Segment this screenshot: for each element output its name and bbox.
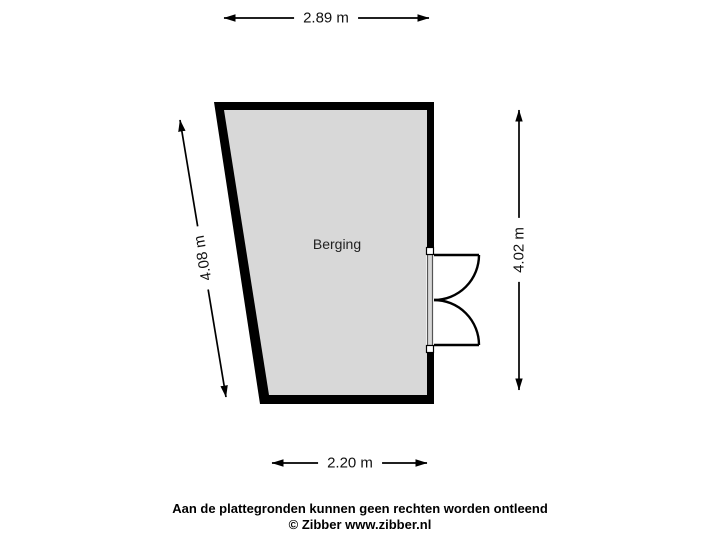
door-swing-arc-top [433,254,481,302]
door-jamb-bottom [425,344,435,354]
credit-text: © Zibber www.zibber.nl [288,517,432,532]
room-floor [224,110,427,395]
dimension-label-top: 2.89 m [294,7,358,29]
disclaimer-text: Aan de plattegronden kunnen geen rechten… [172,501,548,516]
door-frame [427,254,433,346]
door-swing-arc-bottom [433,298,481,346]
room-name-label: Berging [312,236,362,252]
dimension-label-right: 4.02 m [508,218,530,282]
door-jamb-top [425,246,435,256]
dimension-label-bottom: 2.20 m [318,452,382,474]
